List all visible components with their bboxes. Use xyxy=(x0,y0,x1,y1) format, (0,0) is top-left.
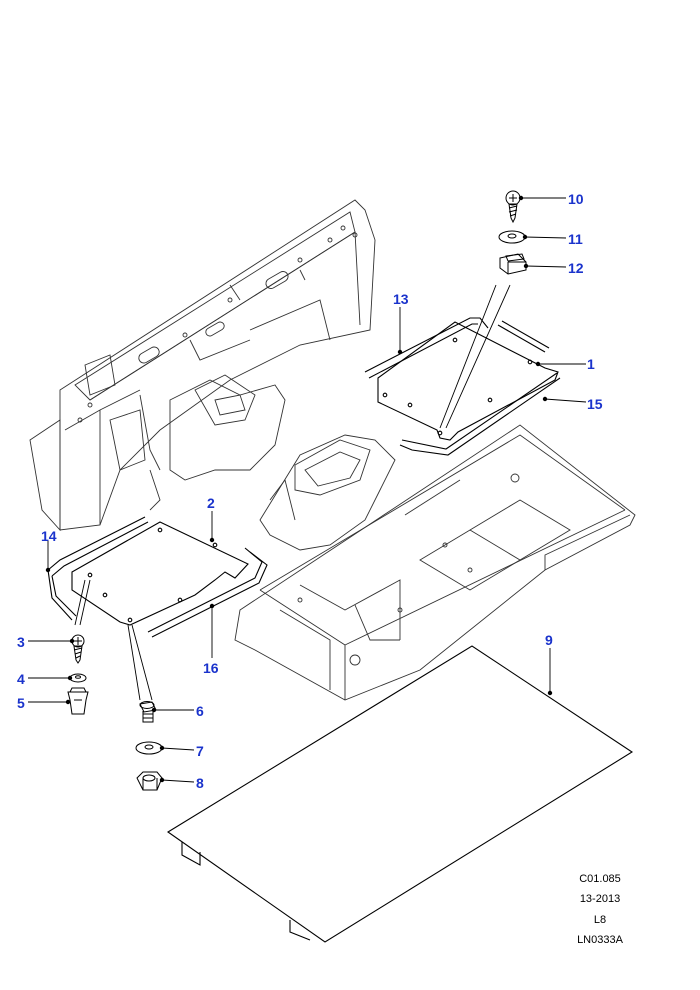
callout-12[interactable]: 12 xyxy=(568,260,584,276)
fastener-12-clip xyxy=(499,253,527,275)
callout-10[interactable]: 10 xyxy=(568,191,584,207)
diagram-ref: LN0333A xyxy=(577,934,623,946)
seal-strip-14 xyxy=(47,516,149,621)
floor-panel-2 xyxy=(71,521,249,626)
callout-2[interactable]: 2 xyxy=(207,495,215,511)
floor-mat-9 xyxy=(166,645,634,943)
callout-1[interactable]: 1 xyxy=(587,356,595,372)
fastener-10-screw xyxy=(505,190,521,224)
seal-strip-15 xyxy=(399,320,561,456)
fastener-5-nut xyxy=(67,687,89,715)
seal-strip-16 xyxy=(147,547,268,638)
callout-11[interactable]: 11 xyxy=(568,231,583,247)
callout-6[interactable]: 6 xyxy=(196,703,204,719)
callout-9[interactable]: 9 xyxy=(545,632,553,648)
callout-5[interactable]: 5 xyxy=(17,695,25,711)
callout-8[interactable]: 8 xyxy=(196,775,204,791)
diagram-code: C01.085 xyxy=(579,873,621,885)
leader-lines xyxy=(28,197,587,783)
diagram-line3: L8 xyxy=(593,914,607,926)
fastener-11-washer xyxy=(498,230,526,244)
fastener-7-washer xyxy=(135,741,163,755)
callout-15[interactable]: 15 xyxy=(587,396,603,412)
seat-box-frame xyxy=(234,424,636,701)
fastener-3-screw xyxy=(71,634,85,664)
callout-4[interactable]: 4 xyxy=(17,671,25,687)
bulkhead-assembly xyxy=(29,199,376,532)
floor-panel-1 xyxy=(377,321,559,441)
seal-strip-13 xyxy=(364,317,489,379)
diagram-date: 13-2013 xyxy=(579,893,621,905)
callout-16[interactable]: 16 xyxy=(203,660,219,676)
callout-14[interactable]: 14 xyxy=(41,528,57,544)
callout-7[interactable]: 7 xyxy=(196,743,204,759)
fastener-4-washer xyxy=(69,673,87,683)
leader-dots xyxy=(45,195,553,783)
callout-13[interactable]: 13 xyxy=(393,291,409,307)
fastener-8-nut xyxy=(136,771,163,791)
callout-3[interactable]: 3 xyxy=(17,634,25,650)
